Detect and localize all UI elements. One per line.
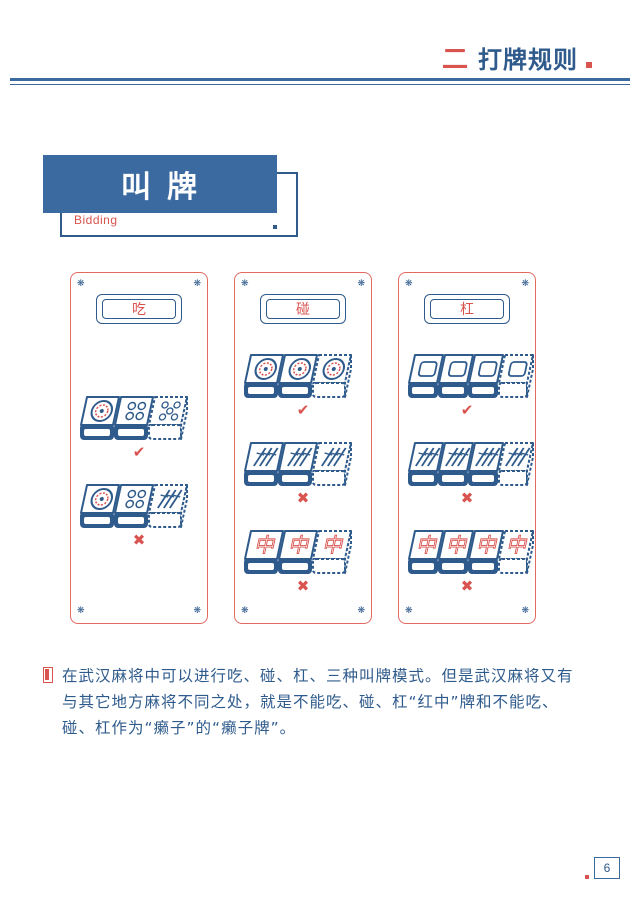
card-label: 碰 [296, 302, 310, 318]
cross-icon: ✖ [132, 531, 146, 549]
cross-icon: ✖ [460, 489, 474, 507]
snowflake-icon: ❋ [357, 606, 365, 616]
snowflake-icon: ❋ [521, 606, 529, 616]
banner-subtitle: Bidding [74, 213, 118, 227]
tile-row-graphic [244, 442, 352, 486]
body-paragraph: 在武汉麻将中可以进行吃、碰、杠、三种叫牌模式。但是武汉麻将又有与其它地方麻将不同… [62, 667, 574, 737]
section-number: 二 [442, 44, 469, 75]
tile-row-graphic [408, 354, 534, 398]
title-dot [586, 62, 593, 68]
snowflake-icon: ❋ [193, 279, 201, 289]
cross-icon: ✖ [296, 577, 310, 595]
tile-row-graphic [408, 442, 534, 486]
banner-dot [273, 225, 277, 229]
snowflake-icon: ❋ [357, 279, 365, 289]
header-rule-thin [10, 84, 630, 85]
snowflake-icon: ❋ [77, 279, 85, 289]
check-icon: ✔ [296, 401, 310, 419]
header-rule-thick [10, 78, 630, 81]
cross-icon: ✖ [296, 489, 310, 507]
banner: 叫牌 [43, 155, 277, 213]
snowflake-icon: ❋ [521, 279, 529, 289]
card-peng: ❋ ❋ ❋ ❋ 碰 ✔ ✖ 中中中 ✖ [234, 272, 372, 624]
paragraph-marker [43, 667, 53, 683]
card-label-plaque: 碰 [260, 294, 346, 324]
tile-row: ✔ [241, 351, 365, 418]
tile-row: ✖ [405, 439, 534, 506]
card-gang: ❋ ❋ ❋ ❋ 杠 ✔ ✖ 中中中中 ✖ [398, 272, 536, 624]
tile-row: ✖ [241, 439, 365, 506]
tile-row-graphic: 中中中中 [408, 530, 534, 574]
section-title: 打牌规则 [478, 45, 579, 74]
page-dot [585, 875, 589, 879]
snowflake-icon: ❋ [405, 606, 413, 616]
tile-row-graphic: 中中中 [244, 530, 352, 574]
card-label-plaque: 吃 [96, 294, 182, 324]
card-label: 吃 [132, 302, 146, 318]
snowflake-icon: ❋ [241, 279, 249, 289]
card-label-plaque: 杠 [424, 294, 510, 324]
snowflake-icon: ❋ [193, 606, 201, 616]
card-label: 杠 [460, 302, 474, 318]
snowflake-icon: ❋ [405, 279, 413, 289]
check-icon: ✔ [132, 443, 146, 461]
tile-row-graphic [244, 354, 352, 398]
section-heading: 二 打牌规则 [442, 40, 593, 75]
check-icon: ✔ [460, 401, 474, 419]
tile-row: ✔ [77, 393, 201, 460]
tile-row-graphic [80, 396, 188, 440]
tile-row: ✔ [405, 351, 534, 418]
tile-row-graphic [80, 484, 188, 528]
page-number: 6 [594, 857, 620, 879]
card-chi: ❋ ❋ ❋ ❋ 吃 ✔ ✖ [70, 272, 208, 624]
banner-title: 叫牌 [121, 170, 213, 205]
cross-icon: ✖ [460, 577, 474, 595]
snowflake-icon: ❋ [241, 606, 249, 616]
tile-row: 中中中中 ✖ [405, 527, 534, 594]
snowflake-icon: ❋ [77, 606, 85, 616]
tile-row: 中中中 ✖ [241, 527, 365, 594]
tile-row: ✖ [77, 481, 201, 548]
